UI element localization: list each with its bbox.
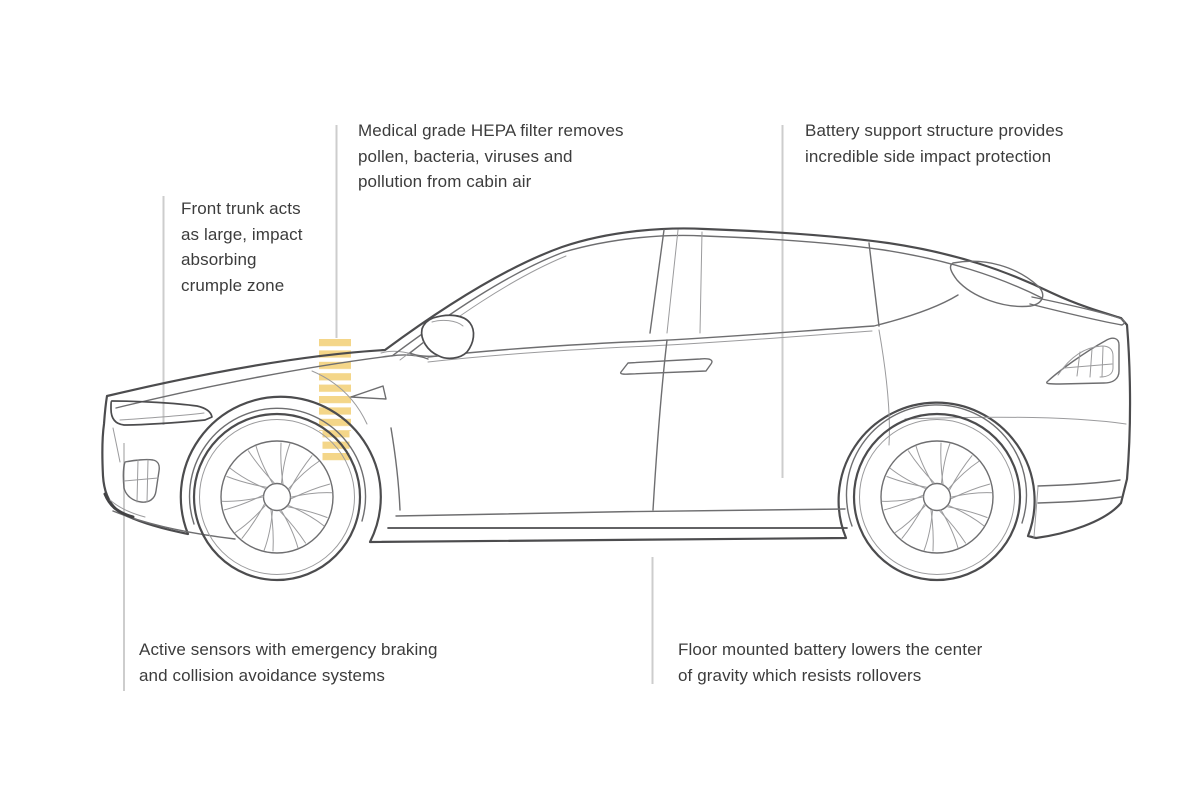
b-pillar: [649, 229, 703, 511]
callout-text-line: absorbing: [181, 250, 257, 269]
callout-text-line: crumple zone: [181, 275, 285, 295]
callout-battery-support: Battery support structure provides incre…: [805, 118, 1064, 169]
belt-line-lower: [427, 330, 873, 363]
callout-text-line: pollen, bacteria, viruses and: [358, 146, 573, 166]
door-handle: [619, 358, 713, 375]
front-bumper: [103, 427, 236, 540]
callout-floor-battery: Floor mounted battery lowers the center …: [678, 637, 982, 688]
callout-text-line: Active sensors with emergency braking: [139, 640, 438, 659]
rear-quarter-window: [949, 260, 1044, 308]
fender-line: [311, 370, 368, 425]
callout-front-trunk: Front trunk acts as large, impact absorb…: [181, 196, 303, 298]
hood-seam: [115, 354, 429, 409]
c-pillar: [868, 242, 880, 327]
door-bottom-line: [395, 508, 846, 517]
callout-text-line: of gravity which resists rollovers: [678, 665, 922, 685]
callout-text-line: pollution from cabin air: [358, 172, 532, 191]
callout-text-line: Floor mounted battery lowers the center: [678, 640, 983, 659]
a-pillar-line: [391, 251, 565, 357]
rear-door-seam: [878, 329, 890, 446]
front-wheel: [192, 412, 362, 582]
taillight: [1046, 337, 1120, 385]
callout-text-line: Battery support structure provides: [805, 121, 1064, 140]
side-mirror: [409, 314, 475, 360]
turn-signal: [350, 385, 387, 400]
roof-inner-line: [563, 234, 1043, 299]
rear-bumper: [904, 416, 1127, 538]
front-door-seam: [390, 427, 401, 511]
headlight: [110, 400, 213, 426]
callout-text-line: and collision avoidance systems: [139, 665, 385, 685]
rear-spoiler: [1029, 296, 1126, 326]
belt-line: [427, 294, 959, 358]
callout-text-line: Medical grade HEPA filter removes: [358, 121, 624, 140]
callout-text-line: incredible side impact protection: [805, 146, 1052, 166]
callout-active-sensors: Active sensors with emergency braking an…: [139, 637, 438, 688]
car-body: [101, 227, 1132, 544]
rear-wheel: [854, 414, 1020, 580]
callout-hepa-filter: Medical grade HEPA filter removes pollen…: [358, 118, 624, 195]
rear-arch-inner: [845, 404, 1028, 527]
callout-text-line: as large, impact: [181, 224, 303, 244]
wheel-spokes: [218, 440, 336, 554]
front-arch-inner: [188, 407, 367, 525]
callout-text-line: Front trunk acts: [181, 199, 301, 218]
car-body-outline: [101, 227, 1132, 544]
fog-lamp: [122, 458, 160, 503]
